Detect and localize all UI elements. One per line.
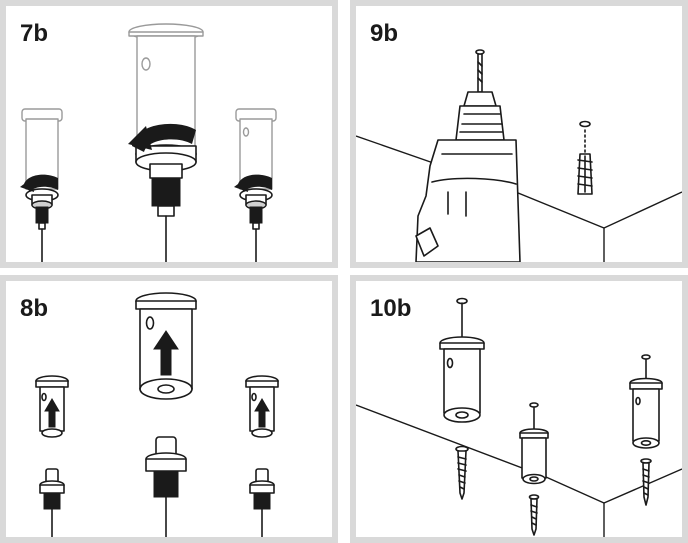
panel-7b: 7b: [0, 0, 338, 268]
ceiling-wall-edges: [356, 135, 682, 262]
up-arrow-icon: [44, 398, 60, 428]
step-label-7b: 7b: [20, 20, 49, 47]
sleeve-center: [519, 402, 549, 485]
step-label-9b: 9b: [370, 20, 399, 47]
illustration-10b: [356, 297, 682, 537]
step-label-8b: 8b: [20, 295, 49, 322]
step-label-10b: 10b: [370, 295, 412, 322]
illustration-8b: [35, 292, 279, 537]
panel-9b-content: 9b: [356, 6, 682, 262]
drill-icon: [415, 49, 521, 262]
gripper-right: [249, 468, 275, 510]
panel-8b-content: 8b: [6, 281, 332, 537]
illustration-9b: [356, 49, 682, 262]
screw-icon: [640, 458, 652, 506]
sleeve-right: [629, 354, 663, 449]
panel-8b: 8b: [0, 275, 338, 543]
gripper-left: [25, 188, 59, 230]
gripper-center: [145, 436, 187, 498]
gripper-left: [39, 468, 65, 510]
panel-10b-content: 10b: [356, 281, 682, 537]
screw-icon: [455, 445, 469, 500]
screw-icon: [579, 120, 591, 128]
rotate-arrow-icon: [128, 123, 196, 152]
up-arrow-icon: [254, 398, 270, 428]
panel-9b: 9b: [350, 0, 688, 268]
gripper-right: [239, 188, 273, 230]
sleeve-left: [35, 375, 69, 438]
panel-7b-content: 7b: [6, 6, 332, 262]
rotate-arrow-icon: [234, 174, 272, 192]
screw-icon: [528, 494, 540, 536]
panel-10b: 10b: [350, 275, 688, 543]
up-arrow-icon: [153, 330, 179, 376]
sleeve-left: [439, 297, 485, 423]
illustration-7b: [20, 23, 277, 262]
wall-plug-icon: [577, 153, 593, 195]
gripper-center: [135, 144, 197, 217]
rotate-arrow-icon: [20, 174, 58, 192]
